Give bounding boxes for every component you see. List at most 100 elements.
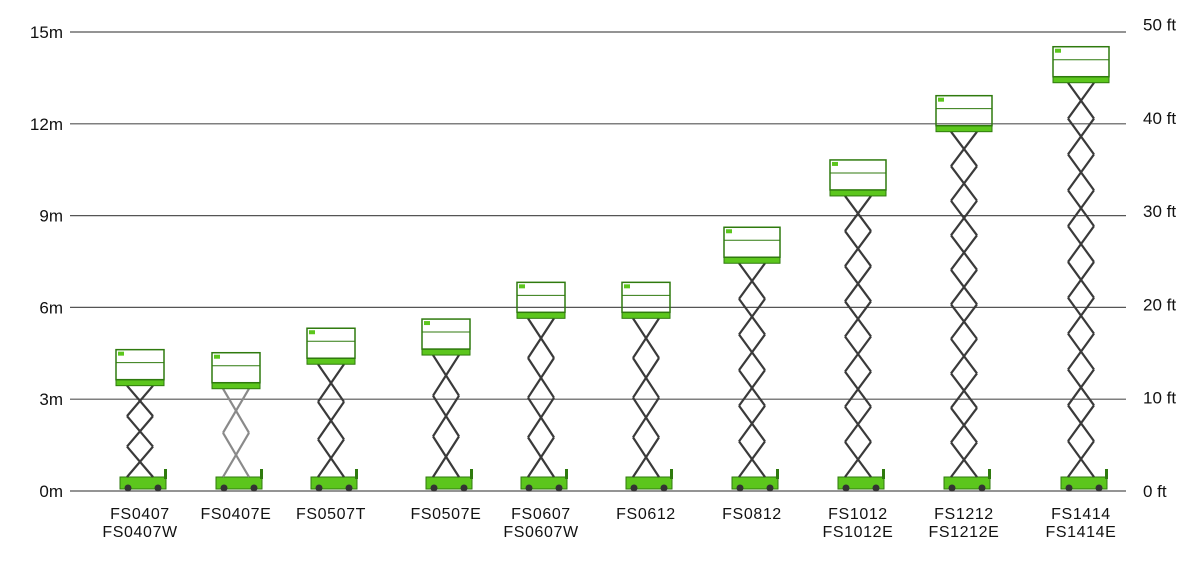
model-label-line: FS1212: [934, 506, 994, 523]
scissor-arm: [1067, 225, 1095, 263]
model-label: FS0407E: [201, 506, 272, 523]
scissor-arm: [432, 435, 460, 478]
scissor-arm: [950, 131, 978, 167]
scissor-arm: [222, 388, 250, 434]
lift-base: [943, 476, 991, 490]
lift-control-box: [938, 97, 944, 102]
left-tick-label: 15m: [30, 23, 63, 42]
scissor-arm: [950, 441, 978, 478]
wheel-icon: [555, 484, 563, 492]
lift-platform: [621, 311, 671, 319]
lift-guardrail: [306, 327, 356, 359]
wheel-icon: [154, 484, 162, 492]
right-tick-label: 10 ft: [1143, 389, 1176, 408]
wheel-icon: [345, 484, 353, 492]
lift-base-mast: [260, 469, 263, 479]
lift-platform: [829, 189, 887, 197]
scissor-arm: [738, 333, 766, 371]
model-label-line: FS0607W: [503, 524, 579, 541]
left-tick-label: 0m: [39, 482, 63, 501]
scissor-arm: [950, 338, 978, 375]
scissor-arm: [527, 317, 555, 359]
scissor-arm: [527, 357, 555, 399]
model-label: FS0812: [722, 506, 782, 523]
lift-control-box: [519, 284, 525, 289]
model-label-line: FS0607: [511, 506, 571, 523]
lift-guardrail: [723, 226, 781, 259]
scissor-lift-icon: [723, 226, 781, 492]
wheel-icon: [736, 484, 744, 492]
lift-platform: [306, 357, 356, 365]
wheel-icon: [460, 484, 468, 492]
scissor-arm: [632, 357, 660, 399]
lift-platform: [516, 311, 566, 319]
wheel-icon: [766, 484, 774, 492]
scissor-lift-icon: [1052, 45, 1110, 492]
lift-base: [837, 476, 885, 490]
scissor-arm: [844, 265, 872, 302]
lift-guardrail: [211, 351, 261, 384]
scissor-arm: [126, 384, 154, 417]
scissor-lift-icon: [829, 159, 887, 492]
scissor-arm: [844, 441, 872, 478]
scissor-arm: [527, 436, 555, 478]
left-tick-label: 3m: [39, 390, 63, 409]
model-label: FS0507E: [411, 506, 482, 523]
lift-control-box: [309, 330, 315, 335]
lift-control-box: [214, 354, 220, 359]
lift-base-mast: [565, 469, 568, 479]
scissor-arm: [844, 195, 872, 232]
model-label-line: FS0407W: [102, 524, 178, 541]
model-label: FS0612: [616, 506, 676, 523]
scissor-lift-icon: [211, 351, 263, 492]
scissor-arm: [738, 262, 766, 300]
lift-base: [520, 476, 568, 490]
scissor-lift-icon: [516, 281, 568, 492]
lift-guardrail: [421, 318, 471, 350]
scissor-arm: [950, 407, 978, 444]
lift-base-mast: [776, 469, 779, 479]
wheel-icon: [660, 484, 668, 492]
scissor-arm: [222, 432, 250, 478]
wheel-icon: [124, 484, 132, 492]
lift-control-box: [726, 229, 732, 234]
scissor-arm: [432, 354, 460, 397]
left-tick-label: 9m: [39, 207, 63, 226]
scissor-arm: [632, 436, 660, 478]
model-label-line: FS1212E: [929, 524, 1000, 541]
scissor-arm: [950, 269, 978, 306]
scissor-arm: [317, 401, 345, 441]
right-tick-label: 20 ft: [1143, 295, 1176, 314]
lift-guardrail: [115, 348, 165, 381]
scissor-lift-icon: [306, 327, 358, 492]
model-label-line: FS0407E: [201, 506, 272, 523]
scissor-arm: [632, 317, 660, 359]
lift-guardrail: [621, 281, 671, 314]
lift-control-box: [118, 351, 124, 356]
wheel-icon: [315, 484, 323, 492]
lift-base-mast: [470, 469, 473, 479]
scissor-arm: [1067, 82, 1095, 120]
left-tick-label: 6m: [39, 298, 63, 317]
lift-base-mast: [670, 469, 673, 479]
lift-base: [215, 476, 263, 490]
scissor-arm: [632, 397, 660, 438]
lift-control-box: [424, 321, 430, 326]
right-tick-label: 30 ft: [1143, 202, 1176, 221]
scissor-arm: [126, 445, 154, 478]
scissor-arm: [126, 415, 154, 448]
lift-guardrail: [935, 94, 993, 127]
model-label-line: FS1012: [828, 506, 888, 523]
lift-platform: [935, 125, 993, 133]
lift-platform: [115, 379, 165, 387]
scissor-arm: [1067, 404, 1095, 442]
model-label-line: FS0507E: [411, 506, 482, 523]
wheel-icon: [525, 484, 533, 492]
scissor-arm: [950, 372, 978, 409]
